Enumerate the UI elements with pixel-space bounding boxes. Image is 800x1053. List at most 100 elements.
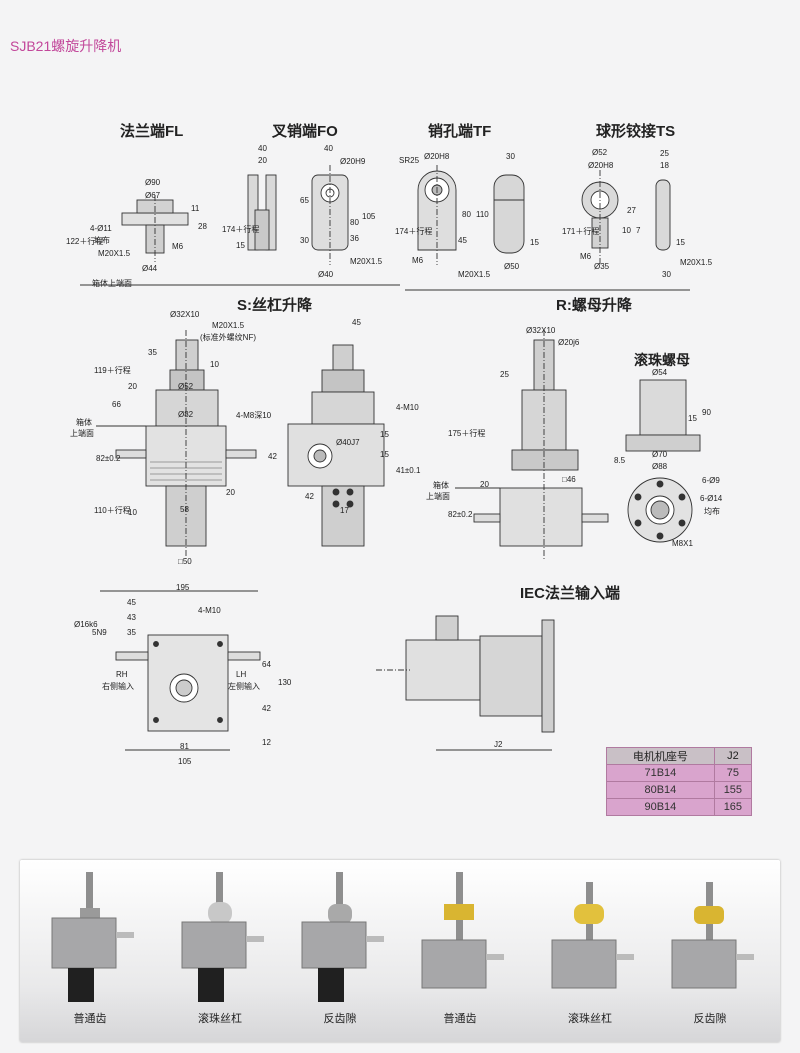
header-j2: J2 [713, 747, 753, 765]
r-label: 箱体 [433, 481, 449, 490]
s-label: 42 [268, 452, 277, 461]
s-label: 20 [226, 488, 235, 497]
tf-label: 110 [476, 210, 489, 219]
plan-view-drawing [100, 590, 261, 751]
s-label: 箱体 [76, 418, 92, 427]
technical-drawing [80, 165, 701, 751]
s-label: 45 [352, 318, 361, 327]
cell-j2: 155 [713, 781, 753, 799]
plan-label: 81 [180, 742, 189, 751]
tf-label: SR25 [399, 156, 420, 165]
iec-title: IEC法兰输入端 [520, 585, 621, 602]
ts-label: Ø20H8 [588, 161, 614, 170]
product-item: 反齿隙 [650, 860, 770, 1042]
fl-label: Ø44 [142, 264, 158, 273]
plan-label: 64 [262, 660, 271, 669]
fo-label: 174＋行程 [222, 225, 260, 234]
cell-j2: 75 [713, 764, 753, 782]
ball-nut-label: Ø88 [652, 462, 668, 471]
fo-label: Ø40 [318, 270, 334, 279]
ts-label: 27 [627, 206, 636, 215]
s-label: 4-M10 [396, 403, 419, 412]
tf-label: 15 [530, 238, 539, 247]
product-caption: 普通齿 [443, 1013, 477, 1025]
product-caption: 普通齿 [73, 1013, 107, 1025]
ts-label: 171＋行程 [562, 227, 600, 236]
fo-label: 65 [300, 196, 309, 205]
product-photo-strip: 普通齿 滚珠丝杠 反齿隙 普通齿 [20, 860, 780, 1042]
fl-label: 122＋行程 [66, 237, 104, 246]
fl-label: 箱体上端面 [92, 279, 132, 288]
cell-frame: 90B14 [606, 798, 715, 816]
fo-label: Ø20H9 [340, 157, 366, 166]
fo-label: 20 [258, 156, 267, 165]
r-label: 上端面 [426, 492, 450, 501]
iec-j2-label: J2 [494, 740, 503, 749]
tf-label: 174＋行程 [395, 227, 433, 236]
s-label: Ø32X10 [170, 310, 200, 319]
s-label: 20 [128, 382, 137, 391]
fo-end-drawing [247, 165, 349, 265]
plan-label: RH [116, 670, 128, 679]
header-motor-frame: 电机机座号 [606, 747, 715, 765]
r-label: Ø20j6 [558, 338, 580, 347]
fo-label: 105 [362, 212, 376, 221]
product-image [181, 872, 264, 1002]
tf-label: 45 [458, 236, 467, 245]
ts-label: 25 [660, 149, 669, 158]
plan-label: Ø16k6 [74, 620, 98, 629]
ball-nut-label: 90 [702, 408, 711, 417]
s-label: 42 [305, 492, 314, 501]
s-label: 10 [210, 360, 219, 369]
s-label: 58 [180, 505, 189, 514]
tf-label: Ø20H8 [424, 152, 450, 161]
r-label: 25 [500, 370, 509, 379]
plan-label: 右侧输入 [102, 682, 134, 691]
document-title: SJB21螺旋升降机 [10, 38, 122, 54]
table-header-row: 电机机座号 J2 [606, 747, 753, 765]
ball-nut-label: M8X1 [672, 539, 693, 548]
s-label: 15 [380, 430, 389, 439]
fo-label: M20X1.5 [350, 257, 383, 266]
s-label: 82±0.2 [96, 454, 121, 463]
s-label: 15 [380, 450, 389, 459]
plan-label: 45 [127, 598, 136, 607]
fl-label: 均布 [94, 236, 110, 245]
fo-end-title: 叉销端FO [272, 123, 338, 140]
ts-label: 15 [676, 238, 685, 247]
ts-label: 30 [662, 270, 671, 279]
s-label: 41±0.1 [396, 466, 421, 475]
plan-label: 35 [127, 628, 136, 637]
ball-nut-label: Ø70 [652, 450, 668, 459]
plan-label: 12 [262, 738, 271, 747]
fl-label: M6 [172, 242, 184, 251]
plan-label: 5N9 [92, 628, 107, 637]
fl-end-drawing [80, 195, 400, 286]
s-label: 4-M8深10 [236, 411, 272, 420]
product-item: 普通齿 [30, 860, 150, 1042]
s-label: 10 [128, 508, 137, 517]
product-item: 反齿隙 [280, 860, 400, 1042]
ball-nut-label: 15 [688, 414, 697, 423]
ball-nut-label: 8.5 [614, 456, 626, 465]
tf-label: 80 [462, 210, 471, 219]
r-front-drawing [455, 330, 609, 560]
plan-label: 左侧输入 [228, 682, 260, 691]
ts-label: 18 [660, 161, 669, 170]
tf-label: 30 [506, 152, 515, 161]
product-item: 普通齿 [400, 860, 520, 1042]
product-image [51, 872, 134, 1002]
product-nut [574, 904, 604, 924]
fo-label: 15 [236, 241, 245, 250]
fl-label: Ø67 [145, 191, 161, 200]
s-section-title: S:丝杠升降 [237, 297, 313, 314]
product-caption: 滚珠丝杠 [568, 1013, 612, 1025]
s-label: 上端面 [70, 429, 94, 438]
ts-end-title: 球形铰接TS [596, 123, 676, 140]
s-side-drawing [287, 344, 385, 547]
s-label: Ø82 [178, 410, 194, 419]
cell-frame: 71B14 [606, 764, 715, 782]
plan-label: 43 [127, 613, 136, 622]
table-row: 71B14 75 [606, 764, 753, 782]
ball-nut-label: 6-Ø9 [702, 476, 720, 485]
